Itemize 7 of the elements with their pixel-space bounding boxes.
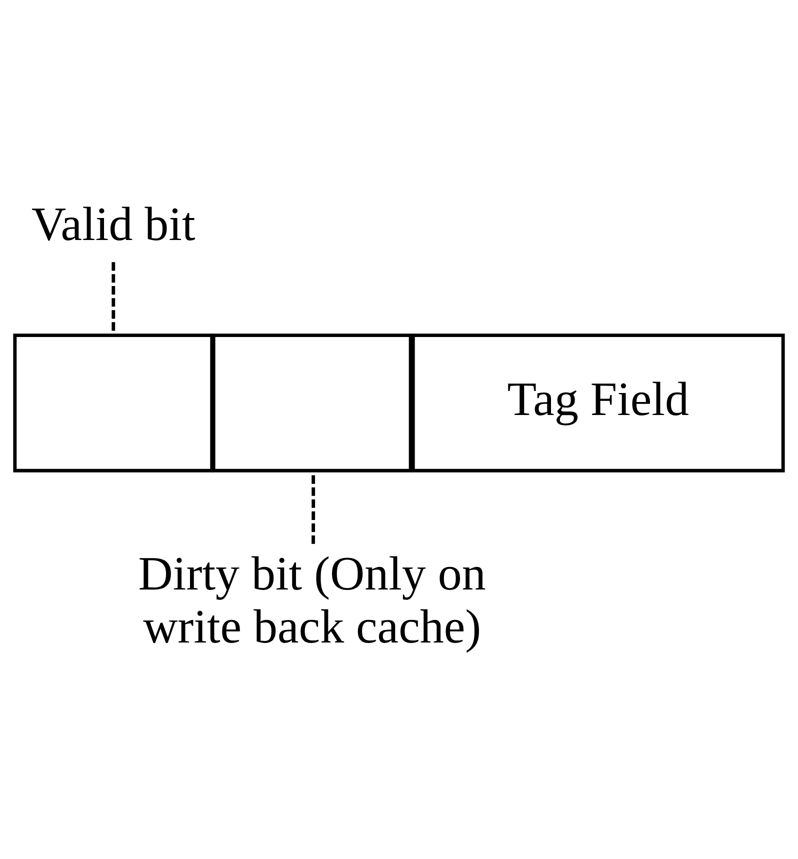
node-box: Tag Field — [411, 334, 785, 472]
connector — [112, 262, 116, 336]
node-text: Dirty bit (Only on write back cache) — [138, 547, 486, 654]
node-text: Valid bit — [32, 198, 196, 252]
node-box — [13, 334, 214, 472]
node-box — [212, 334, 412, 472]
connector — [312, 471, 316, 544]
